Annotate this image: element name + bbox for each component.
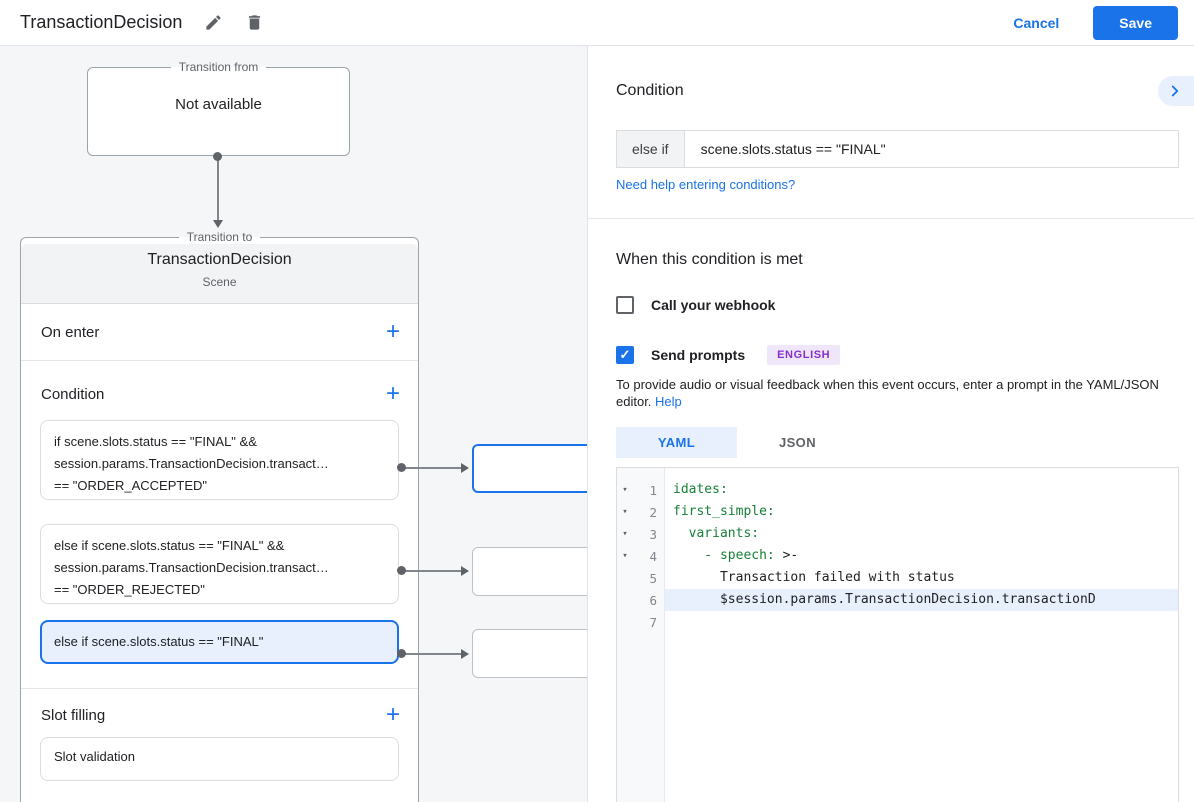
collapse-panel-button[interactable]	[1158, 76, 1194, 106]
condition-text-line: else if scene.slots.status == "FINAL"	[54, 634, 264, 649]
yaml-code-editor[interactable]: ▾ 1 ▾ 2 ▾ 3 ▾ 4 5 6 7 idates: first_simple: …	[616, 467, 1179, 802]
help-link[interactable]: Help	[655, 394, 682, 409]
fold-toggle-icon[interactable]: ▾	[622, 551, 628, 561]
on-enter-row: On enter +	[21, 304, 418, 361]
chevron-right-icon	[1171, 85, 1179, 97]
condition-card-final-selected[interactable]: else if scene.slots.status == "FINAL"	[40, 620, 399, 664]
condition-prefix-label: else if	[617, 131, 685, 167]
condition-detail-panel: Condition else if scene.slots.status == …	[587, 46, 1194, 802]
condition-text-line: session.params.TransactionDecision.trans…	[54, 456, 329, 471]
line-number: 2	[649, 504, 657, 520]
connector-line	[217, 160, 219, 222]
connector-line	[404, 467, 462, 469]
editor-code-area[interactable]: idates: first_simple: variants: - speech…	[665, 468, 1178, 802]
language-badge: ENGLISH	[767, 345, 841, 365]
edit-title-button[interactable]	[204, 13, 223, 32]
transition-to-node: Transition to TransactionDecision Scene …	[20, 230, 419, 802]
slot-filling-label: Slot filling	[41, 706, 106, 724]
add-slot-button[interactable]: +	[385, 701, 400, 728]
hint-text: To provide audio or visual feedback when…	[616, 377, 1159, 409]
trash-icon	[249, 15, 261, 30]
condition-text-line: session.params.TransactionDecision.trans…	[54, 560, 329, 575]
editor-tabs: YAML JSON	[616, 427, 858, 458]
editor-hint: To provide audio or visual feedback when…	[616, 376, 1181, 410]
condition-text-line: else if scene.slots.status == "FINAL" &&	[54, 538, 285, 553]
connector-dot	[397, 649, 406, 658]
top-bar: TransactionDecision Cancel Save	[0, 0, 1194, 46]
scene-title: TransactionDecision	[147, 251, 292, 268]
code-line: idates:	[673, 482, 728, 497]
arrow-right-icon	[461, 566, 469, 576]
condition-text-line: == "ORDER_REJECTED"	[54, 582, 205, 597]
transition-from-value: Not available	[175, 96, 262, 113]
transition-from-node: Transition from Not available	[87, 60, 350, 156]
condition-section-label: Condition	[41, 385, 105, 403]
panel-title: Condition	[616, 82, 684, 99]
add-condition-button[interactable]: +	[385, 380, 400, 407]
pencil-icon	[206, 15, 222, 30]
connector-dot	[397, 463, 406, 472]
checkmark-icon: ✓	[619, 347, 631, 362]
scene-subtitle: Scene	[202, 275, 237, 289]
connector-line	[404, 570, 462, 572]
send-prompts-checkbox[interactable]: ✓	[616, 346, 634, 364]
condition-card-order-accepted[interactable]: if scene.slots.status == "FINAL" && sess…	[40, 420, 399, 500]
transition-to-legend: Transition to	[186, 230, 253, 244]
code-line: first_simple:	[673, 504, 775, 519]
fold-toggle-icon[interactable]: ▾	[622, 485, 628, 495]
tab-json[interactable]: JSON	[778, 435, 816, 450]
editor-gutter: ▾ 1 ▾ 2 ▾ 3 ▾ 4 5 6 7	[617, 468, 665, 802]
section-divider	[21, 688, 418, 689]
save-button[interactable]: Save	[1093, 5, 1178, 40]
line-number: 7	[649, 614, 657, 630]
transition-from-legend: Transition from	[178, 60, 259, 74]
webhook-checkbox-row[interactable]: Call your webhook	[616, 296, 775, 314]
connector-dot	[397, 566, 406, 575]
slot-validation-card[interactable]: Slot validation	[40, 737, 399, 781]
send-prompts-label: Send prompts	[651, 347, 746, 363]
fold-toggle-icon[interactable]: ▾	[622, 507, 628, 517]
when-condition-met-title: When this condition is met	[616, 251, 803, 268]
send-prompts-checkbox-row[interactable]: ✓ Send prompts ENGLISH	[616, 345, 841, 365]
line-number: 5	[649, 570, 657, 586]
condition-expression-input[interactable]: scene.slots.status == "FINAL"	[700, 141, 886, 157]
code-line	[665, 611, 1178, 633]
connector-dot	[213, 152, 222, 161]
scene-header: TransactionDecision Scene	[21, 243, 418, 304]
add-on-enter-button[interactable]: +	[385, 318, 400, 345]
transition-target-node[interactable]	[472, 444, 587, 493]
cancel-button[interactable]: Cancel	[1013, 14, 1060, 31]
line-number: 4	[649, 548, 657, 564]
line-number: 3	[649, 526, 657, 542]
connector-line	[404, 653, 462, 655]
condition-help-link[interactable]: Need help entering conditions?	[616, 177, 796, 192]
delete-scene-button[interactable]	[245, 13, 264, 32]
webhook-checkbox[interactable]	[616, 296, 634, 314]
arrow-down-icon	[213, 220, 223, 228]
panel-divider	[588, 218, 1194, 219]
code-line: - speech: >-	[673, 548, 799, 563]
code-line: Transaction failed with status	[673, 570, 955, 585]
arrow-right-icon	[461, 463, 469, 473]
code-line-highlighted: $session.params.TransactionDecision.tran…	[665, 589, 1178, 611]
line-number: 1	[649, 482, 657, 498]
transition-target-node[interactable]	[472, 547, 587, 596]
flow-canvas: Transition from Not available Transition…	[0, 46, 587, 802]
condition-text-line: == "ORDER_ACCEPTED"	[54, 478, 207, 493]
page-title: TransactionDecision	[20, 12, 183, 32]
condition-text-line: if scene.slots.status == "FINAL" &&	[54, 434, 257, 449]
condition-card-order-rejected[interactable]: else if scene.slots.status == "FINAL" &&…	[40, 524, 399, 604]
arrow-right-icon	[461, 649, 469, 659]
slot-filling-section-header: Slot filling +	[21, 701, 418, 728]
fold-toggle-icon[interactable]: ▾	[622, 529, 628, 539]
condition-expression-row: else if scene.slots.status == "FINAL"	[616, 130, 1179, 168]
code-line: variants:	[673, 526, 760, 541]
on-enter-label: On enter	[41, 323, 100, 341]
webhook-label: Call your webhook	[651, 297, 776, 313]
transition-target-node[interactable]	[472, 629, 587, 678]
condition-section-header: Condition +	[21, 380, 418, 407]
line-number: 6	[649, 592, 657, 608]
tab-yaml[interactable]: YAML	[616, 427, 737, 458]
